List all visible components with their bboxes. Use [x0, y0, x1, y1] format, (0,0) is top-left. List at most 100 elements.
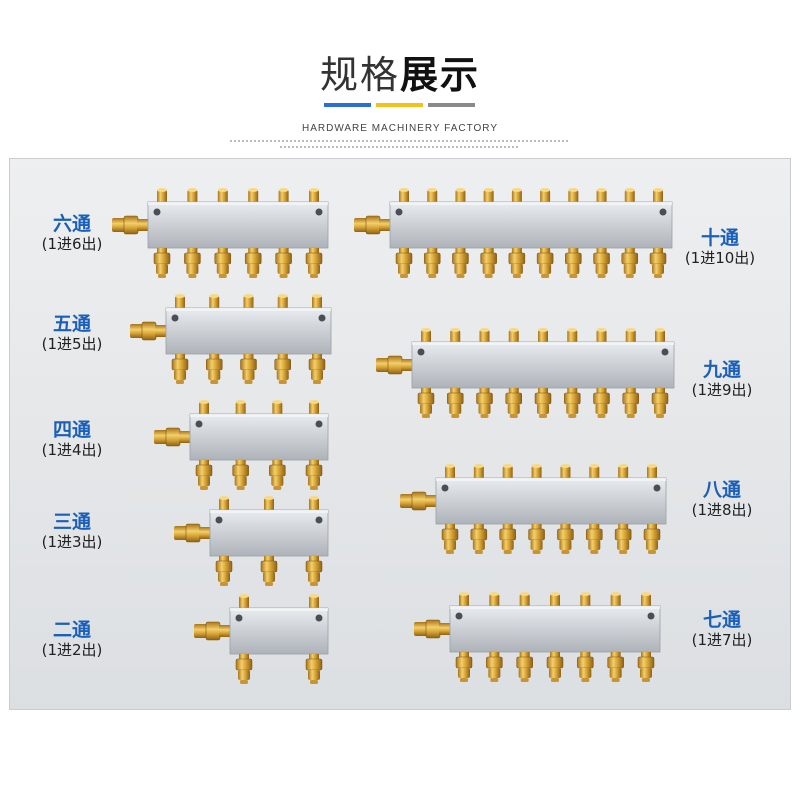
bottom-port-stem: [199, 460, 209, 465]
top-port-fitting: [519, 594, 530, 607]
bottom-port-hex: [417, 392, 435, 405]
top-port-fitting: [309, 498, 319, 511]
bottom-port-hex: [452, 252, 469, 265]
inlet-nut: [194, 624, 208, 638]
bottom-port-stem: [473, 524, 484, 529]
aluminum-block: [449, 605, 661, 653]
bottom-port-nut: [501, 540, 514, 550]
bottom-port-stem: [540, 248, 551, 253]
top-port-cap: [309, 594, 319, 598]
bottom-port-stem: [455, 248, 466, 253]
bottom-port-stem: [209, 354, 220, 359]
inlet-nut: [376, 358, 390, 372]
bottom-port-hex: [486, 656, 503, 669]
top-port-fitting: [511, 190, 522, 203]
bottom-port-nut: [646, 540, 658, 550]
top-port-cap: [272, 400, 283, 404]
block-highlight: [450, 606, 660, 609]
bottom-port-nut: [617, 540, 630, 550]
bottom-port-tip: [532, 550, 541, 554]
top-port-cap: [538, 328, 548, 332]
bottom-port-stem: [538, 388, 548, 393]
top-port-fitting: [567, 330, 578, 343]
inlet-hex: [387, 355, 403, 375]
bottom-port-hex: [269, 464, 286, 477]
title-underline-bars: [324, 103, 476, 107]
bottom-port-stem: [596, 388, 607, 393]
top-port-cap: [278, 188, 289, 192]
bottom-port-tip: [310, 486, 318, 490]
bottom-port-nut: [579, 668, 592, 678]
label-ten: 十通 (1进10出): [670, 227, 770, 267]
bottom-port-tip: [597, 414, 606, 418]
product-name: 八通: [702, 479, 741, 501]
top-port-fitting: [243, 296, 254, 309]
bottom-port-hex: [305, 464, 323, 477]
inlet-stem: [439, 623, 451, 635]
bottom-port-tip: [642, 678, 650, 682]
top-port-cap: [483, 188, 494, 192]
bottom-port-nut: [174, 370, 186, 380]
bottom-port-tip: [568, 414, 577, 418]
bottom-port-hex: [508, 252, 526, 265]
product-spec: (1进5出): [41, 334, 103, 353]
top-port-cap: [550, 592, 560, 596]
top-port-cap: [531, 464, 542, 468]
inlet-stem: [219, 625, 231, 637]
bottom-port-hex: [607, 656, 624, 669]
block-highlight: [436, 478, 666, 481]
bottom-port-hex: [499, 528, 516, 541]
top-port-fitting: [473, 466, 484, 479]
top-port-fitting: [568, 190, 579, 203]
bottom-port-stem: [560, 524, 571, 529]
product-name: 七通: [702, 609, 741, 631]
bottom-port-nut: [623, 264, 636, 274]
bottom-port-hex: [546, 656, 564, 669]
bottom-port-nut: [609, 668, 622, 678]
bottom-port-nut: [156, 264, 168, 274]
top-port-cap: [239, 594, 249, 598]
top-port-cap: [508, 328, 519, 332]
top-port-cap: [157, 188, 167, 192]
top-port-fitting: [647, 466, 657, 479]
product-name: 五通: [52, 313, 91, 335]
top-port-cap: [459, 592, 469, 596]
inlet-stem: [199, 527, 211, 539]
bottom-port-stem: [399, 248, 409, 253]
bottom-port-nut: [559, 540, 572, 550]
top-port-cap: [421, 328, 431, 332]
mounting-hole: [647, 612, 655, 620]
bottom-port-nut: [595, 404, 608, 414]
product-name: 四通: [52, 419, 91, 441]
bottom-port-tip: [220, 582, 228, 586]
bottom-port-hex: [305, 252, 323, 265]
top-port-cap: [209, 294, 220, 298]
bottom-port-stem: [550, 652, 560, 657]
bottom-port-tip: [313, 380, 321, 384]
bottom-port-nut: [198, 476, 210, 486]
bottom-port-hex: [577, 656, 594, 669]
top-port-fitting: [589, 466, 600, 479]
bottom-port-tip: [236, 486, 245, 490]
product-spec: (1进2出): [41, 640, 103, 659]
top-port-fitting: [217, 190, 228, 203]
inlet-nut: [174, 526, 188, 540]
bottom-port-nut: [549, 668, 561, 678]
top-port-cap: [511, 188, 522, 192]
top-port-fitting: [209, 296, 220, 309]
decorative-fine-line: [230, 140, 570, 142]
top-port-fitting: [450, 330, 461, 343]
bottom-port-stem: [580, 652, 591, 657]
bottom-port-tip: [310, 680, 318, 684]
top-port-cap: [445, 464, 455, 468]
bottom-port-tip: [278, 380, 287, 384]
top-port-fitting: [455, 190, 466, 203]
top-port-fitting: [277, 296, 288, 309]
bottom-port-stem: [277, 354, 288, 359]
bottom-port-tip: [656, 414, 664, 418]
title-bold: 展示: [400, 53, 481, 97]
label-nine: 九通 (1进9出): [672, 359, 772, 399]
top-port-fitting: [483, 190, 494, 203]
top-port-fitting: [199, 402, 209, 415]
bottom-port-nut: [478, 404, 491, 414]
